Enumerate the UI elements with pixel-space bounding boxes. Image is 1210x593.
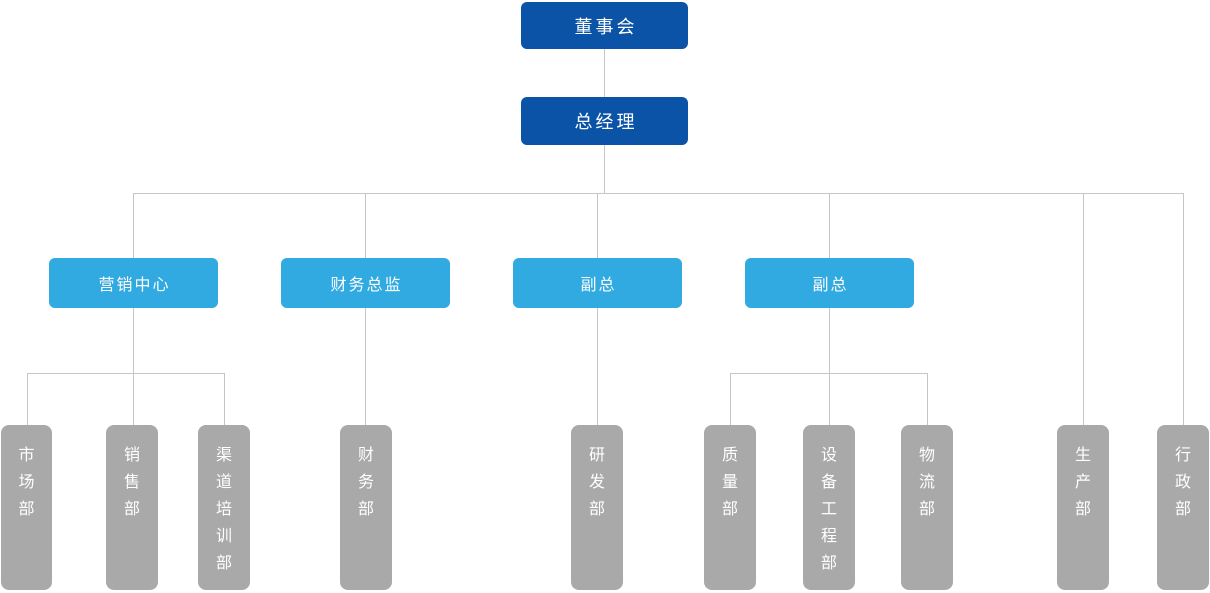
node-finance-director: 财务总监: [281, 258, 450, 308]
connector-drop-logistics: [927, 373, 928, 425]
dept-quality: 质量部: [704, 425, 756, 590]
dept-rnd: 研发部: [571, 425, 623, 590]
connector-marketing-stem: [133, 308, 134, 373]
connector-vp2-stem: [829, 308, 830, 373]
node-marketing-center-label: 营销中心: [98, 277, 171, 294]
connector-gm-drop: [604, 145, 605, 193]
dept-sales-label: 销售部: [123, 447, 140, 518]
connector-marketing-horizontal: [27, 373, 224, 374]
connector-drop-finance-dept: [365, 308, 366, 425]
connector-drop-production: [1083, 193, 1084, 425]
dept-finance: 财务部: [340, 425, 392, 590]
dept-channel-training-label: 渠道培训部: [215, 447, 232, 572]
node-marketing-center: 营销中心: [49, 258, 218, 308]
dept-rnd-label: 研发部: [588, 447, 605, 518]
connector-drop-rnd: [597, 308, 598, 425]
connector-drop-channel: [224, 373, 225, 425]
dept-admin-label: 行政部: [1174, 447, 1191, 518]
connector-vp2-horizontal: [730, 373, 927, 374]
node-board-label: 董事会: [574, 16, 638, 37]
dept-finance-label: 财务部: [357, 447, 374, 518]
connector-drop-quality: [730, 373, 731, 425]
connector-drop-vp2: [829, 193, 830, 258]
connector-board-gm: [604, 49, 605, 97]
dept-market-label: 市场部: [18, 447, 35, 518]
node-general-manager-label: 总经理: [574, 112, 638, 132]
dept-market: 市场部: [1, 425, 52, 590]
connector-drop-vp1: [597, 193, 598, 258]
dept-logistics: 物流部: [901, 425, 953, 590]
dept-production: 生产部: [1057, 425, 1109, 590]
connector-drop-market: [27, 373, 28, 425]
dept-sales: 销售部: [106, 425, 158, 590]
dept-equipment-engineering: 设备工程部: [803, 425, 855, 590]
dept-production-label: 生产部: [1074, 447, 1091, 518]
dept-admin: 行政部: [1157, 425, 1209, 590]
node-vp-2: 副总: [745, 258, 914, 308]
connector-drop-sales: [133, 373, 134, 425]
connector-main-horizontal: [133, 193, 1183, 194]
node-vp-1: 副总: [513, 258, 682, 308]
dept-channel-training: 渠道培训部: [198, 425, 250, 590]
node-vp-1-label: 副总: [580, 277, 617, 294]
node-finance-director-label: 财务总监: [330, 277, 403, 294]
dept-logistics-label: 物流部: [918, 447, 935, 518]
connector-drop-finance-director: [365, 193, 366, 258]
connector-drop-marketing: [133, 193, 134, 258]
connector-drop-equipment: [829, 373, 830, 425]
dept-quality-label: 质量部: [721, 447, 738, 518]
node-general-manager: 总经理: [521, 97, 688, 145]
node-vp-2-label: 副总: [812, 277, 849, 294]
connector-drop-admin: [1183, 193, 1184, 425]
node-board: 董事会: [521, 2, 688, 49]
dept-equipment-engineering-label: 设备工程部: [820, 447, 837, 572]
